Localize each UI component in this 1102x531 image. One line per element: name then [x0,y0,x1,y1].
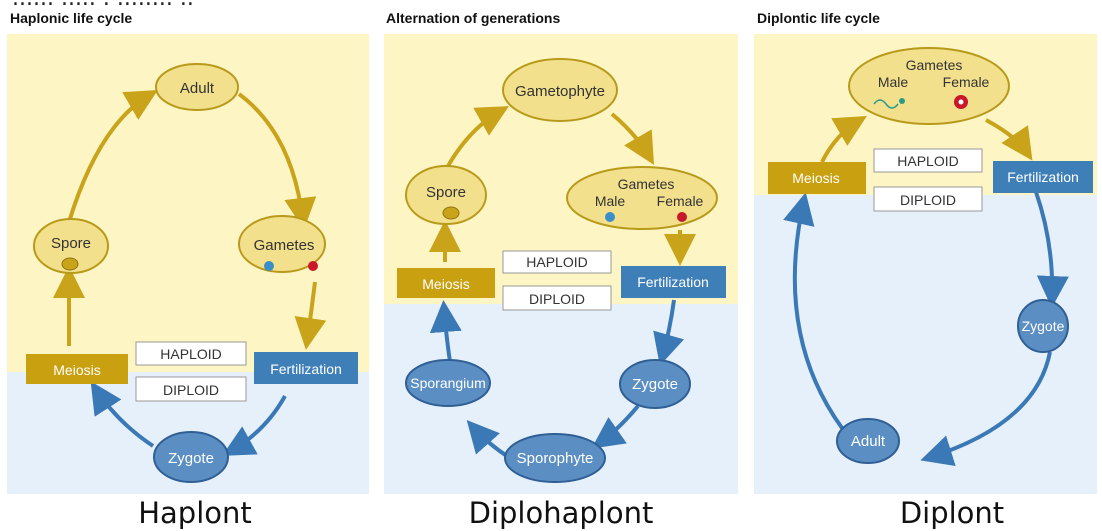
zygote-node [1017,299,1069,353]
diploid-box [502,285,612,311]
zygote-label: Zygote [168,450,214,467]
arrow-zygote-to-sporophyte [591,404,640,449]
cropped-top-text: ...... ..... . ........ .. [12,0,194,11]
fertilization-label: Fertilization [1007,169,1079,185]
haplonic-panel: Adult Spore Gametes Zygote Meiosis Ferti… [7,34,369,494]
meiosis-label: Meiosis [53,362,100,378]
diploid-box [135,376,247,402]
female-label: Female [657,193,704,209]
male-gamete-icon [605,212,615,222]
diploid-label: DIPLOID [529,291,585,307]
spore-label: Spore [426,184,466,201]
sperm-icon [873,99,899,109]
haploid-label: HAPLOID [897,153,958,169]
meiosis-box [768,162,866,194]
arrow-fertilization-to-zygote [1034,191,1069,308]
gametophyte-node [502,58,618,122]
diplontic-diagram: Gametes Male Female Zygote Adult Meiosis… [768,47,1093,467]
meiosis-box [26,354,128,384]
adult-node [836,418,900,464]
arrow-sporophyte-to-sporangium [466,420,512,460]
diplont-caption: Diplont [899,496,1005,530]
female-gamete-icon [308,261,318,271]
male-label: Male [595,193,626,209]
zygote-label: Zygote [1022,318,1065,334]
meiosis-box [397,268,495,298]
haploid-label: HAPLOID [160,346,221,362]
spore-icon [442,206,460,220]
egg-nucleus-icon [958,99,964,105]
female-gamete-icon [677,212,687,222]
gametophyte-label: Gametophyte [515,83,605,100]
arrow-fertilization-to-zygote [653,299,684,366]
diplontic-panel: Gametes Male Female Zygote Adult Meiosis… [754,34,1097,494]
diplohaplont-caption: Diplohaplont [468,496,654,530]
spore-label: Spore [51,235,91,252]
gametes-label: Gametes [906,57,963,73]
zygote-label: Zygote [632,376,678,393]
arrow-fertilization-to-zygote [222,395,287,456]
spore-icon [61,257,79,271]
fertilization-box [254,352,358,384]
fertilization-label: Fertilization [270,361,342,377]
arrow-sporangium-to-meiosis [429,300,462,363]
gametes-node [238,215,326,273]
haploid-box [135,341,247,366]
gametes-node [848,47,1010,125]
arrow-spore-to-gametophyte [446,106,509,168]
haploid-label: HAPLOID [526,254,587,270]
arrow-adult-to-meiosis [783,192,844,430]
arrow-spore-to-adult [67,89,158,223]
meiosis-label: Meiosis [792,170,839,186]
haplonic-diagram: Adult Spore Gametes Zygote Meiosis Ferti… [26,63,358,483]
male-gamete-icon [264,261,274,271]
adult-label: Adult [851,433,886,450]
gametes-label: Gametes [618,176,675,192]
alternation-title: Alternation of generations [386,10,561,26]
gametes-label: Gametes [254,237,315,254]
male-label: Male [878,74,909,90]
female-label: Female [943,74,990,90]
sperm-head-icon [899,98,905,104]
haploid-box [873,148,983,173]
arrow-meiosis-to-gametes [820,115,867,163]
arrow-zygote-to-adult [920,351,1052,467]
haploid-box [502,250,612,274]
fertilization-box [993,161,1093,193]
fertilization-label: Fertilization [637,274,709,290]
sporophyte-label: Sporophyte [517,450,594,467]
arrow-gametes-to-fertilization [985,118,1033,161]
spore-node [405,165,487,225]
arrow-zygote-to-meiosis [90,381,155,448]
sporangium-label: Sporangium [410,375,486,391]
haplont-caption: Haplont [138,496,252,530]
diplontic-title: Diplontic life cycle [757,10,880,26]
alternation-diagram: Gametophyte Spore Gametes Male Female Sp… [397,58,726,483]
haplonic-title: Haplonic life cycle [10,10,133,26]
spore-node [33,218,109,274]
arrow-adult-to-gametes [237,92,317,230]
alternation-panel: Gametophyte Spore Gametes Male Female Sp… [384,34,738,494]
zygote-node [153,431,229,483]
meiosis-label: Meiosis [422,276,469,292]
zygote-node [619,359,691,409]
arrow-gametophyte-to-gametes [610,112,655,165]
adult-node [155,63,239,111]
sporangium-node [405,359,491,407]
diploid-box [873,186,983,212]
fertilization-box [621,266,726,298]
diploid-label: DIPLOID [163,382,219,398]
diploid-label: DIPLOID [900,192,956,208]
arrow-gametes-to-fertilization [294,281,327,350]
sporophyte-node [504,433,606,483]
adult-label: Adult [180,80,215,97]
